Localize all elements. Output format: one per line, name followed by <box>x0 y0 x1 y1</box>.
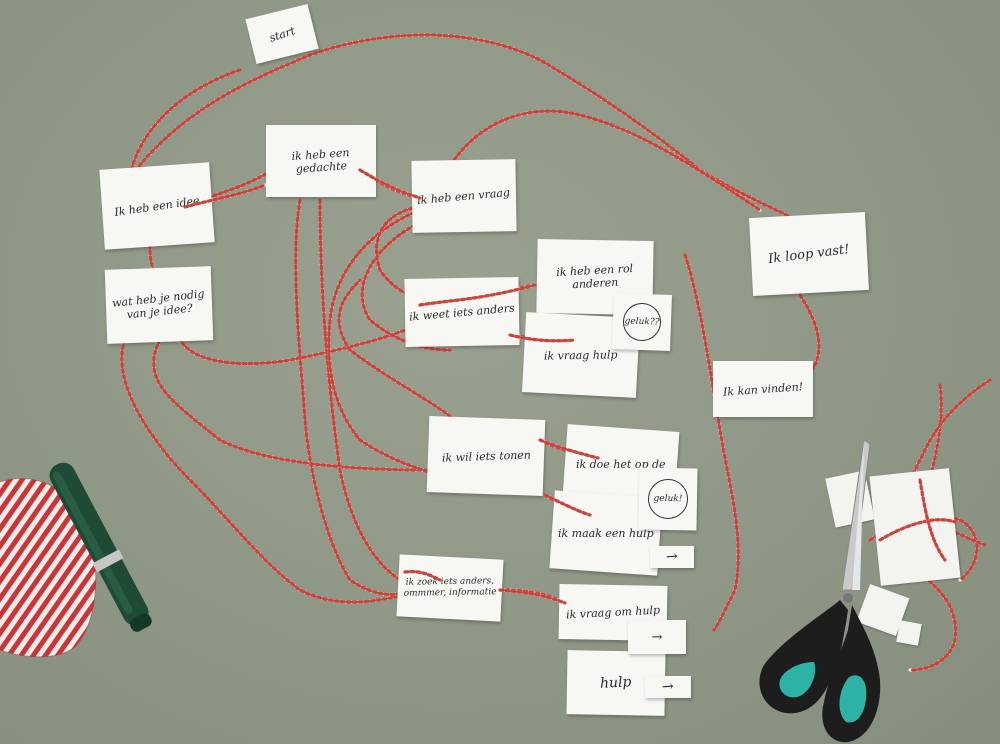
circle-sketch-icon: geluk?? <box>622 302 662 342</box>
card-geluk-2: geluk! <box>638 467 698 531</box>
card-loop-vast: Ik loop vast! <box>749 212 869 296</box>
card-vraag: ik heb een vraag <box>411 159 517 233</box>
card-weet: ik weet iets anders <box>404 277 520 347</box>
circle-sketch-icon: geluk! <box>647 478 689 520</box>
card-vind: Ik kan vinden! <box>713 361 813 417</box>
card-idee: Ik heb een idee <box>99 162 215 250</box>
paper-scrap <box>896 620 922 646</box>
card-waarom: wat heb je nodig van je idee? <box>104 266 214 344</box>
fountain-pen-icon <box>49 462 152 632</box>
card-wil: ik wil iets tonen <box>426 415 546 497</box>
card-arrow-2: → <box>628 620 686 654</box>
twine-spool-icon <box>0 478 97 658</box>
scissors-icon <box>759 440 881 743</box>
card-arrow-1: → <box>650 546 694 568</box>
card-zoek: ik zoek iets anders, ommmer, informatie <box>396 554 504 622</box>
card-geluk: geluk?? <box>612 293 672 351</box>
card-arrow-3: → <box>645 676 691 698</box>
card-gedachte: ik heb een gedachte <box>266 125 376 197</box>
